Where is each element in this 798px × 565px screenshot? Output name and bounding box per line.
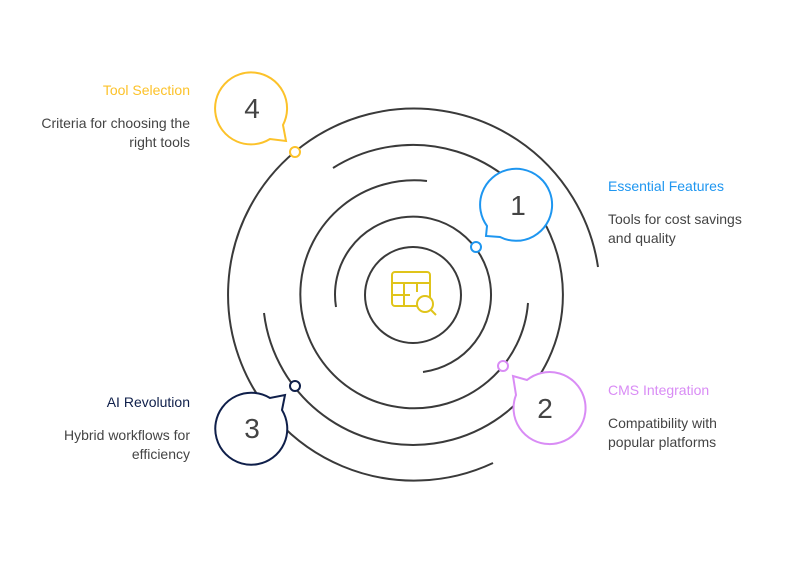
step-1-description: Tools for cost savings and quality (608, 211, 742, 246)
step-4-number: 4 (244, 93, 260, 124)
ring-2 (334, 215, 492, 373)
step-1-title: Essential Features (608, 178, 724, 194)
step-4-title: Tool Selection (102, 82, 190, 98)
step-1-bubble: 1 (470, 167, 554, 253)
step-1-marker (470, 241, 482, 253)
step-3-description: Hybrid workflows for efficiency (63, 427, 190, 462)
step-2-description: Compatibility with popular platforms (608, 415, 717, 450)
ring-inner (364, 246, 462, 344)
table-search-icon (391, 271, 437, 316)
step-2-marker (497, 360, 509, 372)
step-2-bubble: 2 (497, 360, 587, 446)
step-4-marker (289, 146, 301, 158)
step-3-title: AI Revolution (106, 394, 190, 410)
step-4-description: Criteria for choosing the right tools (41, 115, 190, 150)
ring-5 (227, 107, 599, 482)
ring-4 (263, 143, 564, 446)
step-2-title: CMS Integration (608, 382, 710, 398)
ring-3 (299, 179, 529, 410)
step-3-number: 3 (244, 413, 260, 444)
step-3-marker (289, 380, 301, 392)
step-2-number: 2 (537, 393, 553, 424)
step-4-bubble: 4 (214, 71, 301, 158)
step-3-bubble: 3 (214, 380, 301, 466)
step-1-number: 1 (510, 190, 526, 221)
